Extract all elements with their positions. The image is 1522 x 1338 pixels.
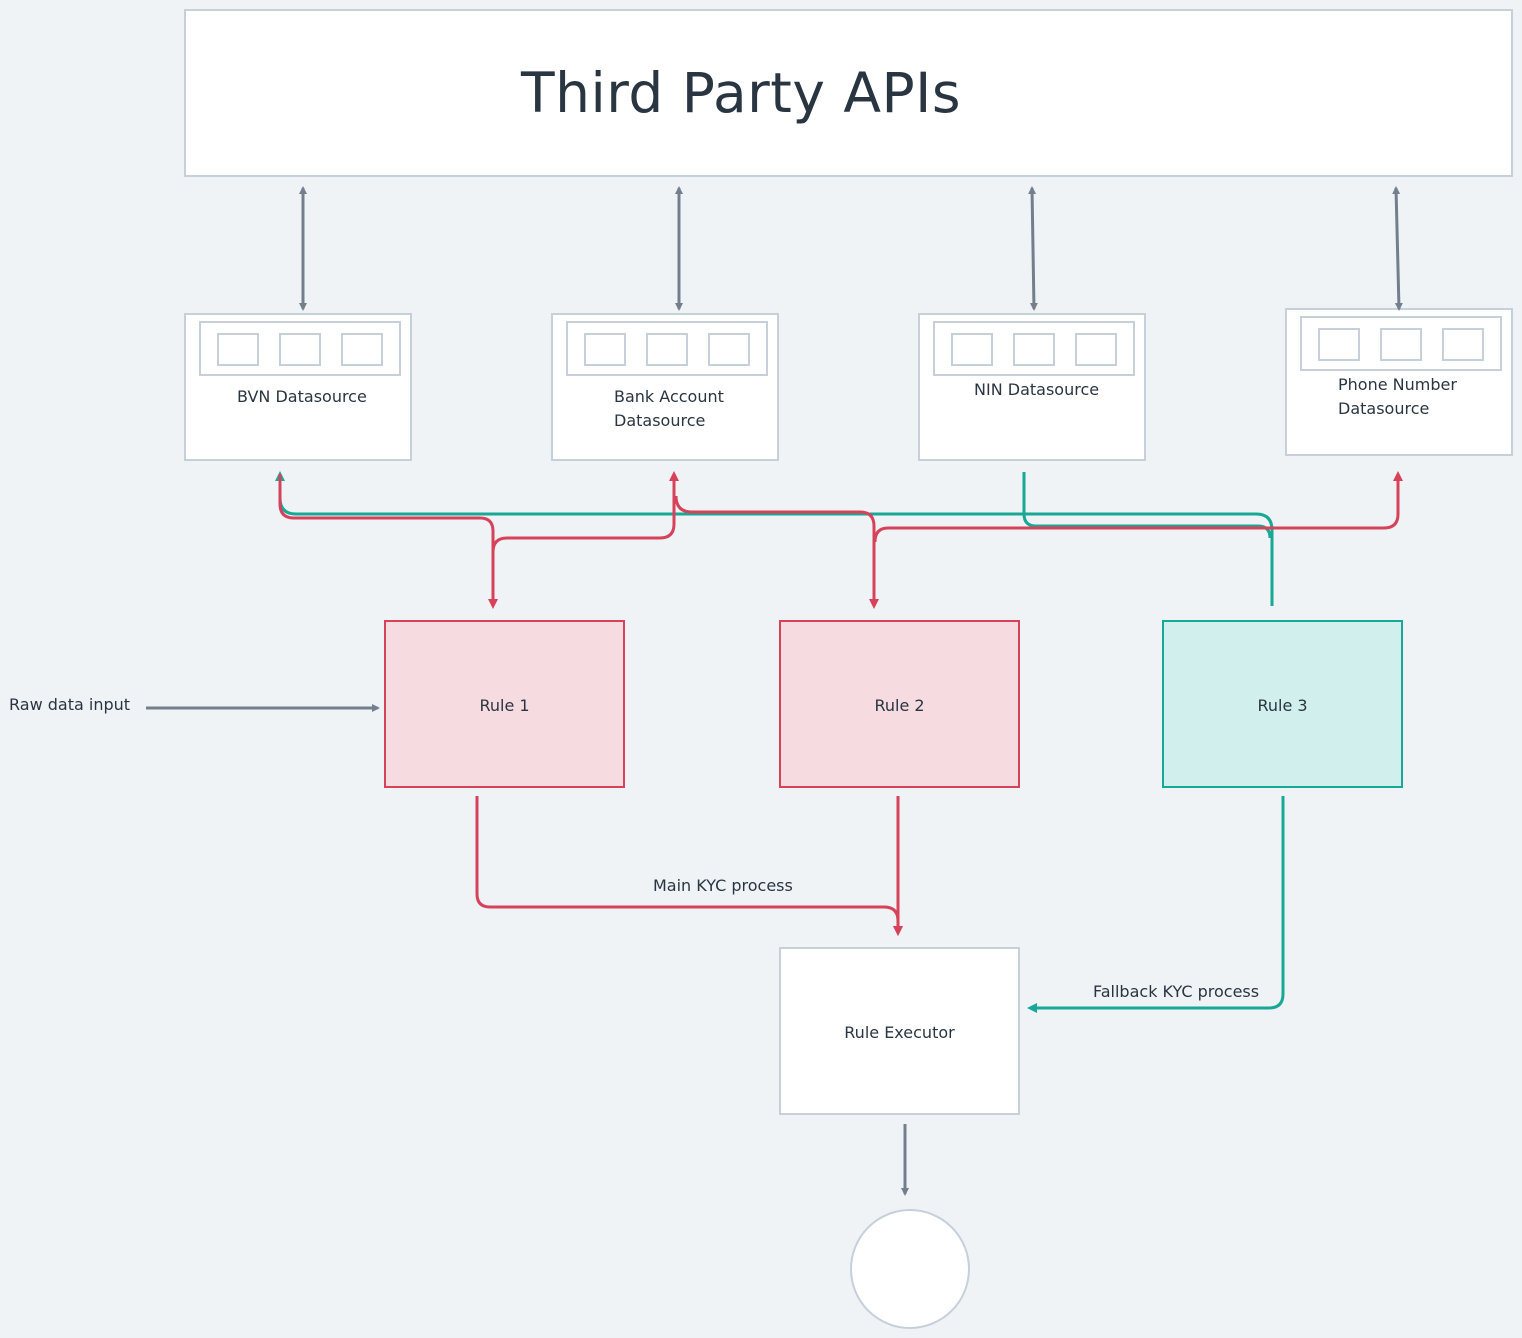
rule-2-box[interactable]: Rule 2: [779, 620, 1020, 788]
table-cell: [1380, 328, 1422, 361]
datasource-bvn[interactable]: BVN Datasource: [184, 313, 412, 461]
end-node-circle[interactable]: [850, 1209, 970, 1329]
datasource-label: Datasource: [1338, 399, 1430, 418]
rule-3-label: Rule 3: [1257, 696, 1308, 715]
rule3-bvn-connector: [275, 471, 1274, 606]
bank-rule2-connector: [674, 495, 879, 609]
bank-rule1-connector: [491, 471, 679, 553]
table-cell: [951, 333, 993, 366]
rule-executor-label: Rule Executor: [844, 1023, 955, 1042]
rule-1-box[interactable]: Rule 1: [384, 620, 625, 788]
datasource-label: Phone Number: [1338, 375, 1457, 394]
nin-rule3-connector: [1022, 472, 1272, 539]
table-cell: [646, 333, 688, 366]
table-cell: [708, 333, 750, 366]
datasource-bank-account[interactable]: Bank Account Datasource: [551, 313, 779, 461]
api-phone-connector: [1392, 186, 1403, 311]
raw-data-input-label: Raw data input: [9, 695, 131, 714]
table-cell: [279, 333, 321, 366]
table-cell: [584, 333, 626, 366]
rule1-executor-connector: [475, 796, 903, 936]
table-cell: [1318, 328, 1360, 361]
main-kyc-process-label: Main KYC process: [653, 876, 793, 895]
rule3-executor-connector: [1027, 796, 1285, 1013]
datasource-label: BVN Datasource: [237, 387, 367, 406]
table-cell: [1442, 328, 1484, 361]
table-cell: [1075, 333, 1117, 366]
table-cell: [341, 333, 383, 366]
third-party-apis-box: Third Party APIs: [184, 9, 1513, 177]
table-cell: [217, 333, 259, 366]
rule-2-label: Rule 2: [874, 696, 925, 715]
fallback-kyc-process-label: Fallback KYC process: [1093, 982, 1260, 1001]
phone-rule2-connector: [873, 471, 1403, 543]
datasource-nin[interactable]: NIN Datasource: [918, 313, 1146, 461]
datasource-phone-number[interactable]: Phone Number Datasource: [1285, 308, 1513, 456]
datasource-label: Bank Account: [614, 387, 724, 406]
datasource-table-icon: [566, 321, 768, 376]
rule-1-label: Rule 1: [479, 696, 530, 715]
datasource-table-icon: [1300, 316, 1502, 371]
table-cell: [1013, 333, 1055, 366]
api-nin-connector: [1028, 186, 1038, 311]
datasource-label: NIN Datasource: [974, 380, 1100, 399]
third-party-apis-title: Third Party APIs: [521, 61, 962, 125]
rule-executor-box[interactable]: Rule Executor: [779, 947, 1020, 1115]
rule-3-box[interactable]: Rule 3: [1162, 620, 1403, 788]
datasource-table-icon: [933, 321, 1135, 376]
datasource-table-icon: [199, 321, 401, 376]
bvn-rule1-connector: [278, 474, 498, 609]
datasource-label: Datasource: [614, 411, 706, 430]
